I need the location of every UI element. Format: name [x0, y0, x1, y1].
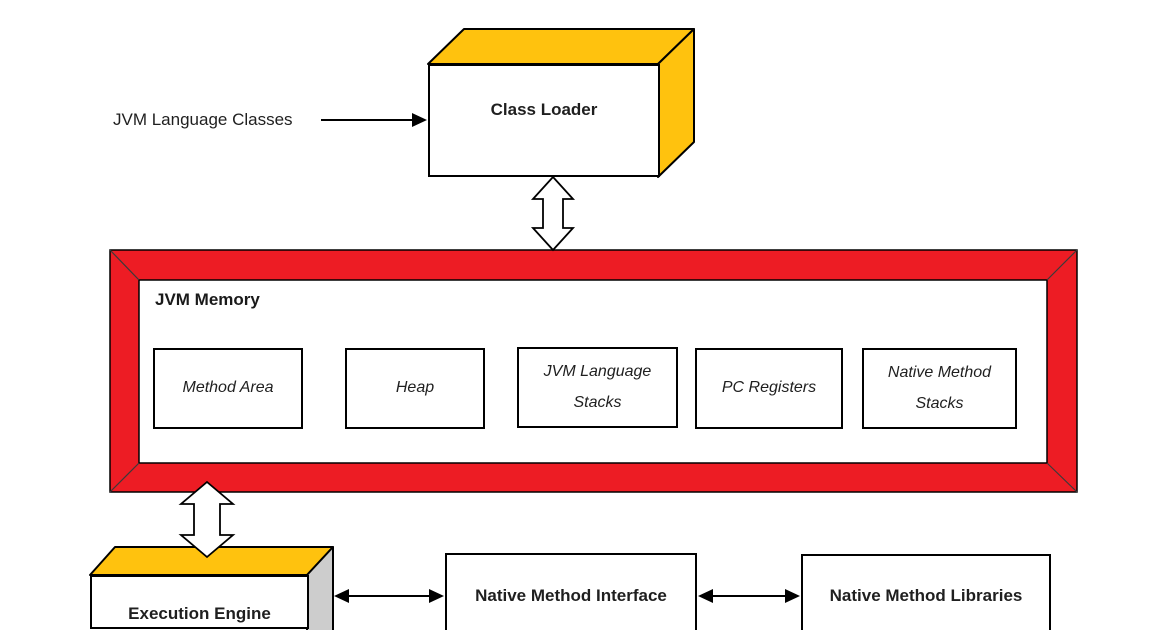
jvm-language-stacks-label: JVM Language Stacks	[543, 363, 652, 411]
arrow-nmi-nml-head-right	[785, 589, 800, 603]
memory-box-pc-registers: PC Registers	[695, 348, 843, 429]
class-loader-label: Class Loader	[490, 99, 598, 119]
frame-miter-top-right	[1046, 249, 1078, 281]
arrow-engine-nmi-head-right	[429, 589, 444, 603]
heap-label: Heap	[395, 379, 435, 397]
arrow-engine-nmi-head-left	[334, 589, 349, 603]
arrow-classes-to-classloader-head	[412, 113, 427, 127]
native-method-libraries-label: Native Method Libraries	[829, 586, 1023, 605]
native-method-stacks-label: Native Method Stacks	[887, 364, 992, 412]
double-arrow-classloader-memory	[530, 175, 576, 252]
class-loader-box: Class Loader	[428, 64, 660, 177]
native-method-interface-box: Native Method Interface	[445, 553, 697, 630]
memory-box-method-area: Method Area	[153, 348, 303, 429]
memory-box-jvm-language-stacks: JVM Language Stacks	[517, 347, 678, 428]
frame-miter-bottom-left	[109, 462, 140, 493]
class-loader-top-face	[427, 28, 695, 65]
method-area-label: Method Area	[182, 379, 274, 397]
memory-box-heap: Heap	[345, 348, 485, 429]
execution-engine-label: Execution Engine	[128, 604, 271, 623]
frame-miter-bottom-right	[1046, 462, 1078, 493]
double-arrow-memory-executionengine	[178, 480, 236, 559]
execution-engine-box: Execution Engine	[90, 575, 309, 629]
frame-miter-top-left	[109, 249, 140, 281]
native-method-interface-label: Native Method Interface	[475, 585, 667, 605]
arrow-nmi-nml-head-left	[698, 589, 713, 603]
jvm-language-classes-label: JVM Language Classes	[113, 110, 293, 129]
pc-registers-label: PC Registers	[721, 379, 817, 397]
memory-box-native-method-stacks: Native Method Stacks	[862, 348, 1017, 429]
native-method-libraries-box: Native Method Libraries	[801, 554, 1051, 630]
jvm-memory-title: JVM Memory	[155, 290, 260, 309]
